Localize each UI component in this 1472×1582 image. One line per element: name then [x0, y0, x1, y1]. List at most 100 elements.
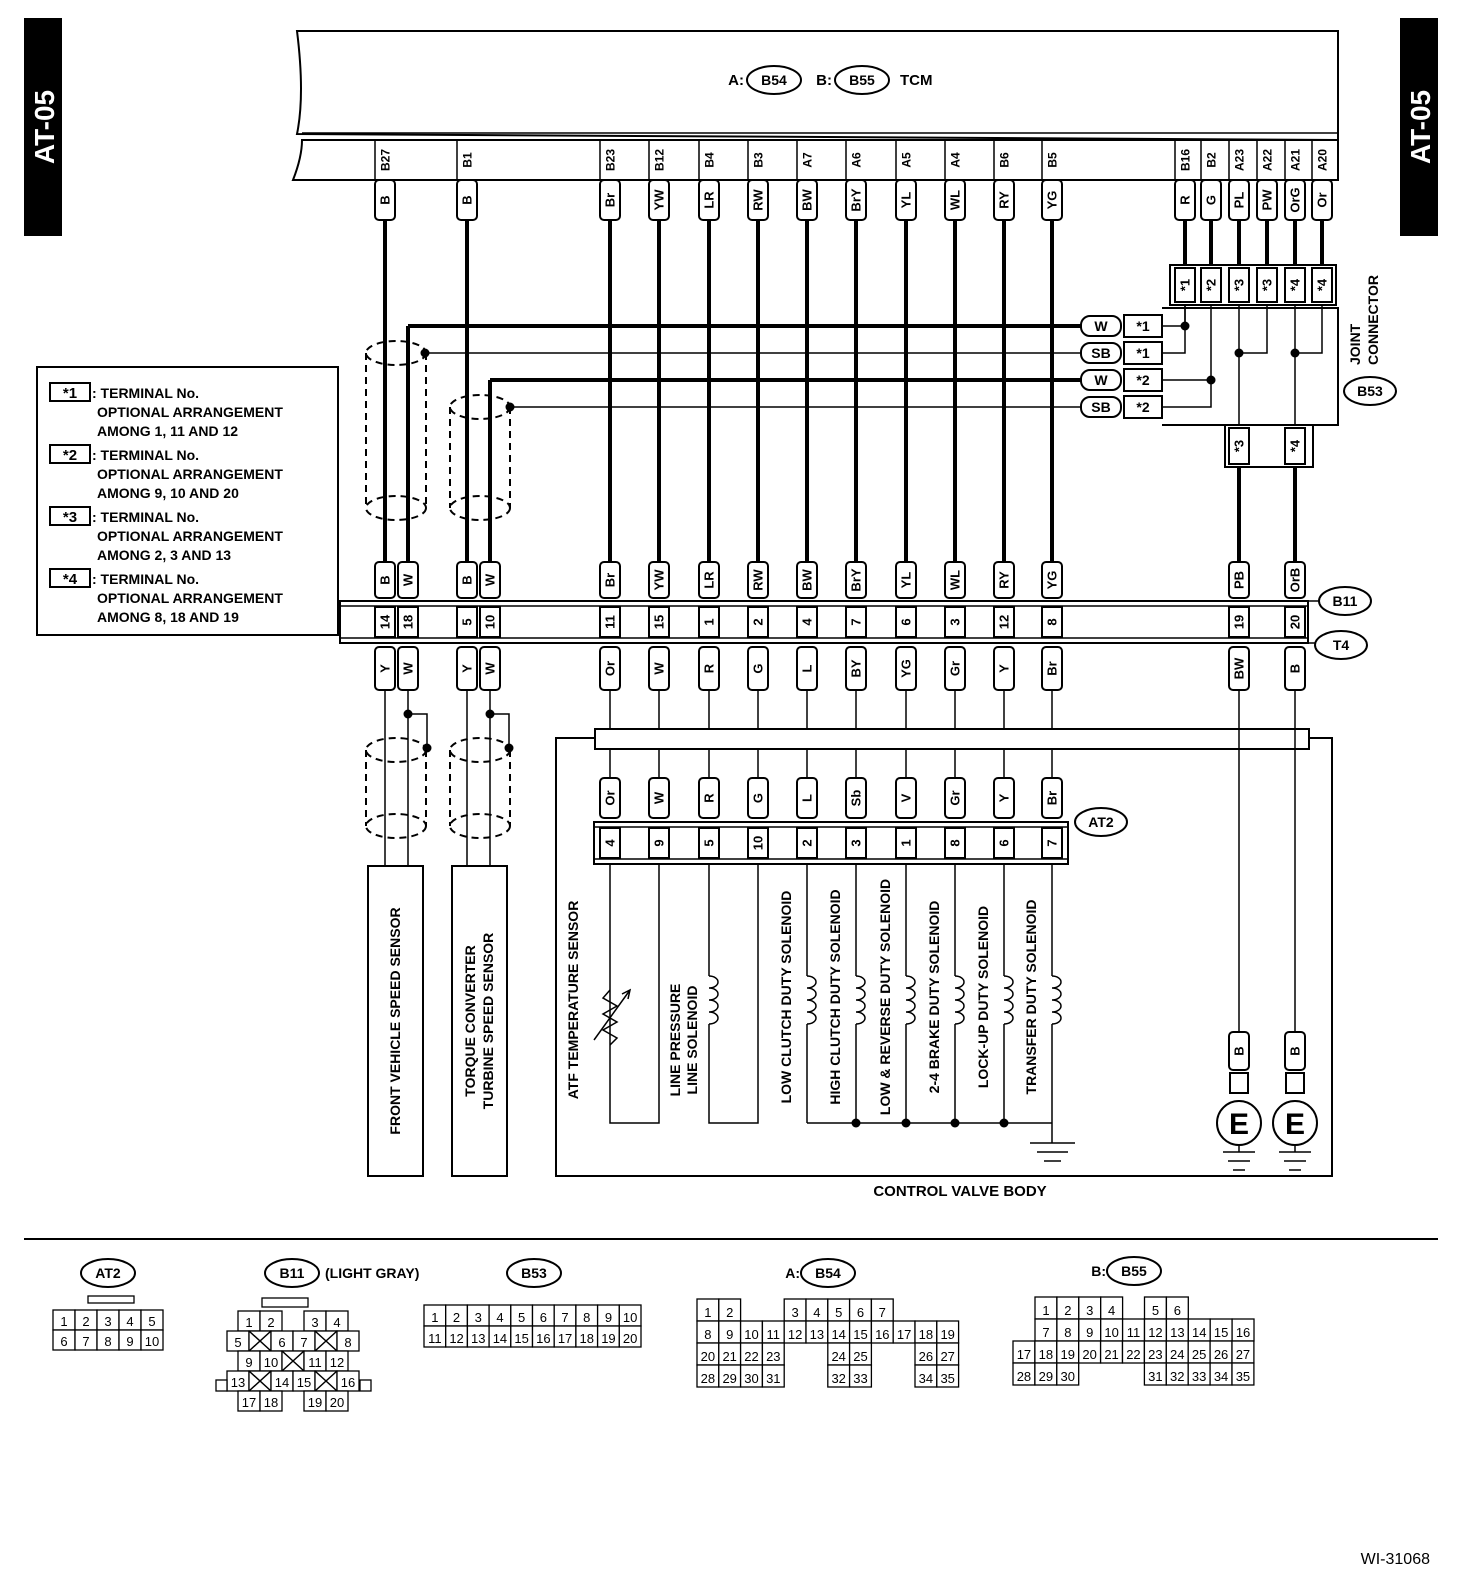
tcm-wire-color: B: [460, 195, 475, 204]
sensor-label-1: TORQUE CONVERTER: [462, 945, 478, 1096]
t4-badge: [1314, 630, 1368, 660]
diagram-id: WI-31068: [1361, 1551, 1430, 1568]
connector-pin: 35: [1236, 1369, 1250, 1384]
t4-wire-color: W: [483, 662, 498, 675]
b11-wire-color: LR: [702, 571, 717, 589]
b11-pin-box: [599, 606, 621, 638]
tcm-pin-label: B4: [702, 152, 716, 168]
at2-wire-color-box: [1041, 777, 1063, 819]
connector-pin: 7: [82, 1334, 89, 1349]
at2-wire-color-box: [944, 777, 966, 819]
connector-pin: 13: [471, 1331, 485, 1346]
connector-pin: 23: [1148, 1347, 1162, 1362]
at2-pin-number: 5: [702, 839, 717, 846]
at2-wire-color-box: [599, 777, 621, 819]
at2-wire-color: L: [800, 794, 815, 802]
b11-wire-color-box: [993, 561, 1015, 599]
legend-mark-box: [49, 444, 91, 464]
solenoid-coil-icon: [1051, 975, 1062, 1025]
sensor-label: FRONT VEHICLE SPEED SENSOR: [387, 907, 403, 1134]
connector-pin: 19: [601, 1331, 615, 1346]
joint-top-mark: *1: [1178, 279, 1193, 291]
joint-side-mark: *2: [1136, 372, 1149, 388]
t4-wire-color: W: [401, 662, 416, 675]
connector-cell: [936, 1364, 960, 1388]
ground-wire-color: B: [1288, 1046, 1303, 1055]
joint-splice-dot: [1180, 321, 1190, 331]
b11-pin-box: [1284, 606, 1306, 638]
solenoid-coil-icon: [806, 975, 817, 1025]
connector-pin: 3: [791, 1305, 798, 1320]
connector-cell: [1231, 1362, 1255, 1386]
tcm-pin-label: A21: [1288, 149, 1302, 171]
connector-pin: 22: [744, 1349, 758, 1364]
legend-mark: *4: [63, 571, 78, 588]
tcm-wire-color: OrG: [1288, 187, 1303, 212]
b11-pin-number: 4: [800, 618, 815, 626]
b11-pin-box: [993, 606, 1015, 638]
b53-view-name-badge: [506, 1258, 562, 1288]
connector-pin: 34: [1214, 1369, 1228, 1384]
joint-top-mark: *4: [1315, 278, 1330, 291]
joint-splice-dot: [1206, 375, 1216, 385]
control-valve-body-label: CONTROL VALVE BODY: [873, 1183, 1046, 1200]
joint-side-mark: *1: [1136, 345, 1149, 361]
b53-badge: [1343, 376, 1397, 406]
connector-pin: 30: [1061, 1369, 1075, 1384]
legend-line2: OPTIONAL ARRANGEMENT: [97, 590, 283, 606]
blank-cavity-icon: [314, 1370, 338, 1392]
at2-pin-number: 10: [751, 836, 766, 850]
solenoid-coil-icon: [855, 975, 866, 1025]
connector-pin: 32: [1170, 1369, 1184, 1384]
tcm-wire-color: RY: [997, 191, 1012, 209]
t4-name: T4: [1333, 637, 1350, 653]
tcm-pin-label: B5: [1045, 152, 1059, 168]
connector-pin: 20: [1082, 1347, 1096, 1362]
at2-view-name-badge: [80, 1258, 136, 1288]
connector-pin: 7: [300, 1335, 307, 1350]
b11-wire-color: W: [483, 573, 498, 586]
b11-pin-number: 3: [948, 618, 963, 625]
page-tag-left: AT-05: [29, 90, 60, 164]
at2-name: AT2: [1088, 814, 1114, 830]
tcm-pin-label: A7: [800, 152, 814, 168]
joint-internal-line: [1295, 305, 1323, 354]
legend-mark-box: [49, 382, 91, 402]
b11-pin-number: 7: [849, 618, 864, 625]
connector-pin: 13: [231, 1375, 245, 1390]
connector-pin: 33: [853, 1371, 867, 1386]
b11-wire-color: RY: [997, 571, 1012, 589]
connector-pin: 6: [278, 1335, 285, 1350]
t4-wire-color: BW: [1232, 657, 1247, 679]
connector-pin: 10: [264, 1355, 278, 1370]
b54-view-prefix: A:: [785, 1265, 800, 1281]
b11-wire-color: B: [460, 575, 475, 584]
at2-wire-color-box: [698, 777, 720, 819]
connector-pin: 5: [1152, 1303, 1159, 1318]
connector-pin: 15: [514, 1331, 528, 1346]
at2-pin-number: 9: [652, 839, 667, 846]
tcm-label: TCM: [900, 72, 933, 89]
connector-pin: 18: [580, 1331, 594, 1346]
connector-pin: 8: [104, 1334, 111, 1349]
connector-cell: [1056, 1362, 1080, 1386]
tcm-wire-color: PL: [1232, 192, 1247, 209]
connector-pin: 8: [344, 1335, 351, 1350]
connector-pin: 24: [1170, 1347, 1184, 1362]
connector-pin: 2: [82, 1314, 89, 1329]
connector-pin: 4: [813, 1305, 820, 1320]
b11-wire-color: BrY: [849, 568, 864, 591]
connector-pin: 17: [242, 1395, 256, 1410]
tcm-pin-label: B16: [1178, 149, 1192, 171]
connector-pin: 9: [605, 1310, 612, 1325]
at2-badge: [1074, 807, 1128, 837]
at2-wire-color: Or: [603, 790, 618, 805]
at2-wire-color: R: [702, 793, 717, 803]
connector-pin: 5: [518, 1310, 525, 1325]
legend-line3: AMONG 1, 11 AND 12: [97, 423, 238, 439]
tcm-pin-label: B1: [460, 152, 474, 168]
sensor-label-2: TURBINE SPEED SENSOR: [480, 933, 496, 1110]
b11-pin-number: 12: [997, 615, 1012, 629]
atf-temperature-sensor-label: ATF TEMPERATURE SENSOR: [565, 901, 581, 1100]
legend-line1: : TERMINAL No.: [92, 447, 199, 463]
